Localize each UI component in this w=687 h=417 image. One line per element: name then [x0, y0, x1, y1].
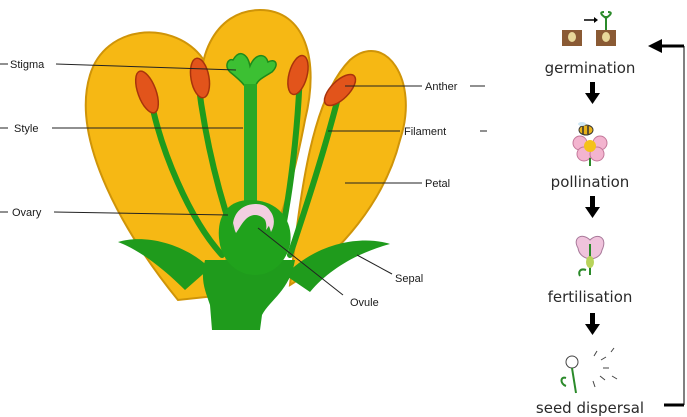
label-ovary: Ovary [12, 207, 42, 219]
seedling-icon [562, 12, 616, 46]
stage-seed-dispersal: seed dispersal [520, 399, 660, 417]
arrow-down-icon [585, 82, 600, 104]
cycle-loop [648, 39, 684, 405]
loop-arrowhead [648, 39, 662, 53]
fertilised-flower-icon [576, 236, 604, 276]
stage-pollination: pollination [520, 173, 660, 191]
label-petal: Petal [425, 178, 450, 190]
label-sepal: Sepal [395, 273, 423, 285]
stage-fertilisation: fertilisation [520, 288, 660, 306]
stage-germination: germination [520, 59, 660, 77]
arrow-down-icon [585, 196, 600, 218]
dandelion-seed-icon [562, 348, 618, 393]
label-filament: Filament [404, 126, 446, 138]
style-shape [244, 84, 257, 214]
bee-on-flower-icon [573, 122, 607, 166]
label-anther: Anther [425, 81, 458, 93]
label-stigma: Stigma [10, 59, 45, 71]
label-style: Style [14, 123, 38, 135]
arrow-down-icon [585, 313, 600, 335]
label-ovule: Ovule [350, 297, 379, 309]
